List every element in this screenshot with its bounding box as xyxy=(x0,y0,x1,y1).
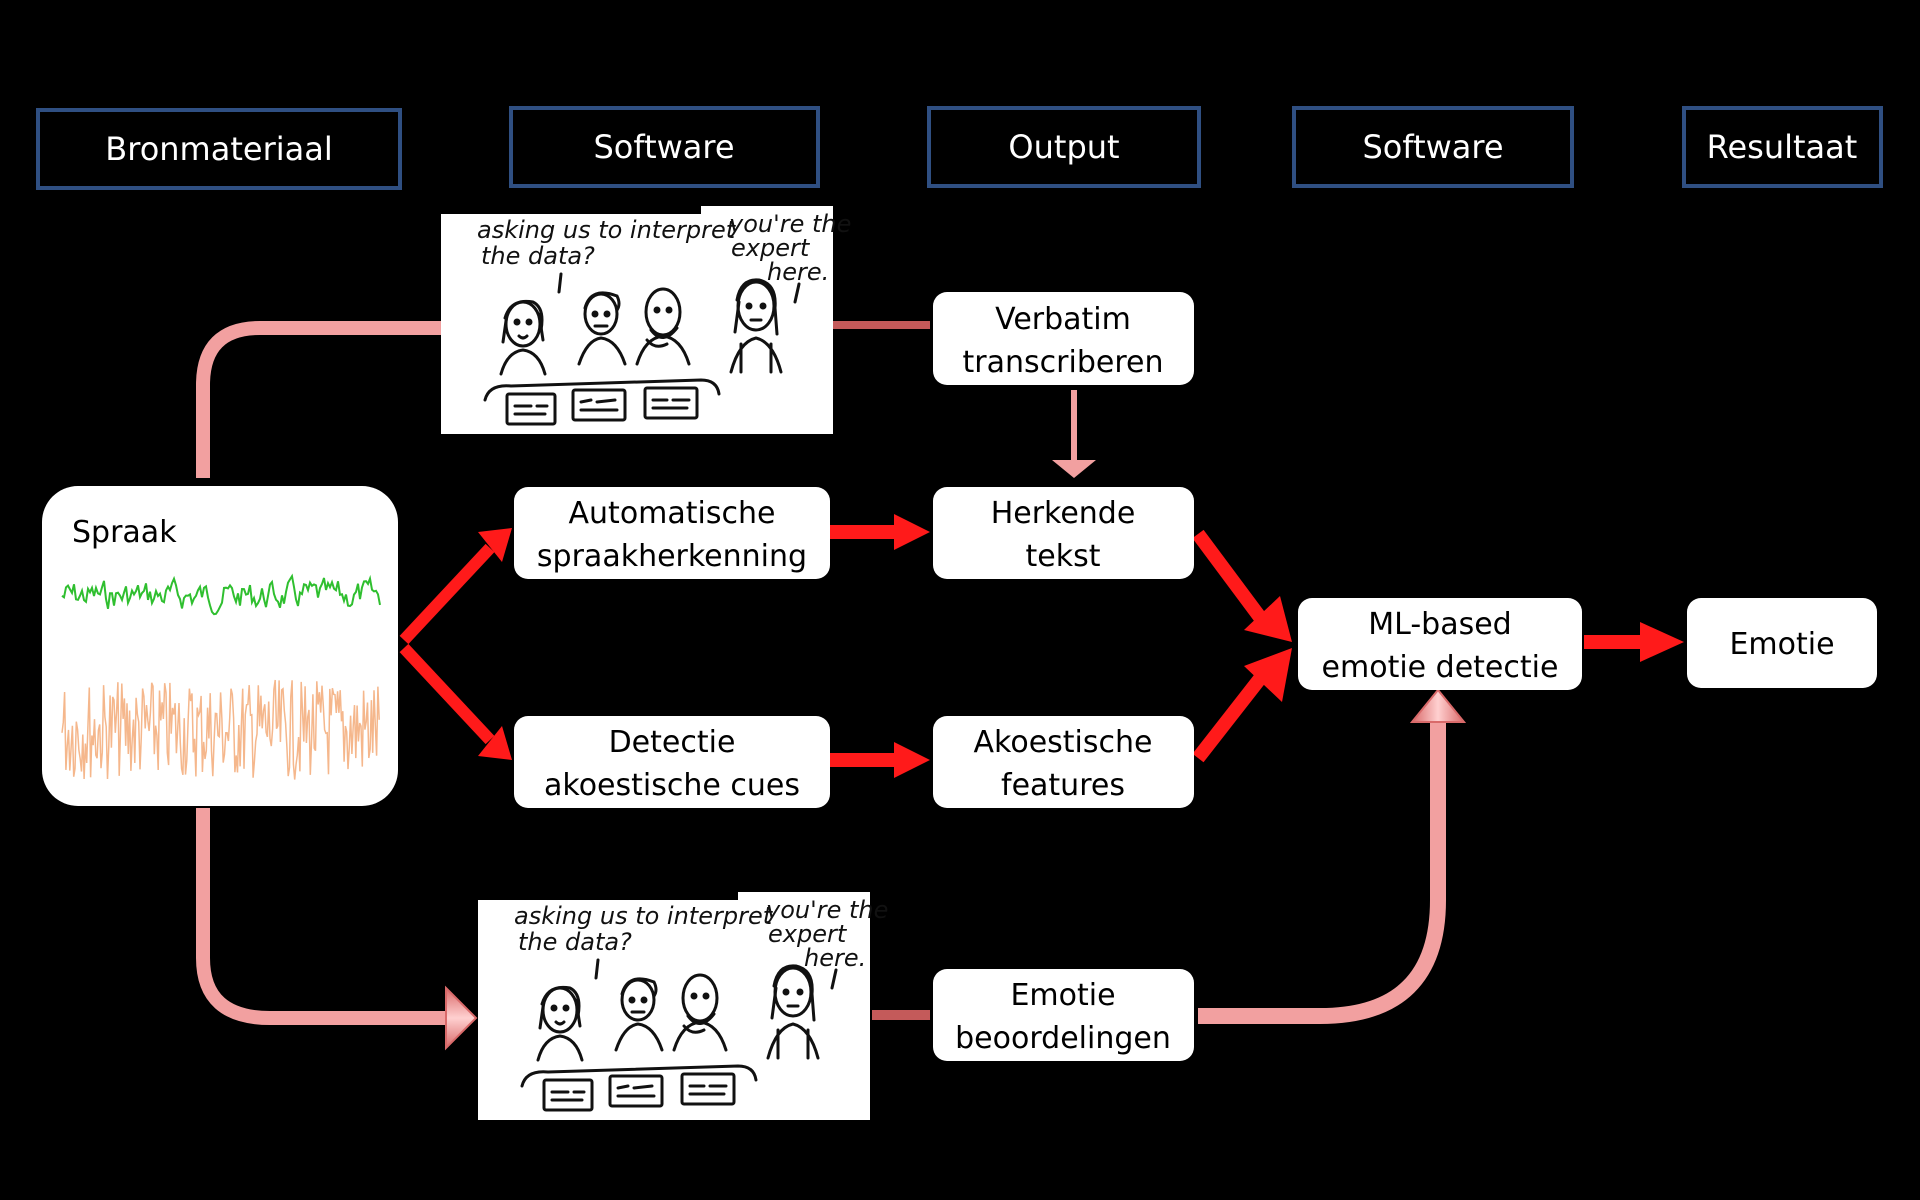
red-arrowhead-detectie xyxy=(478,726,512,760)
node-akoestische: Akoestische features xyxy=(933,716,1194,808)
node-detectie-line1: Detectie xyxy=(609,725,736,760)
cartoon-bottom-caption-right-2: expert xyxy=(768,920,848,948)
cartoon-top-caption-right-1: you're the xyxy=(728,210,851,238)
pink-arrow-bottom xyxy=(196,808,450,1025)
red-arrow-akoestische-ml xyxy=(1192,671,1268,763)
node-emotie-label: Emotie xyxy=(1729,627,1834,662)
pink-arrows xyxy=(196,301,1467,1051)
node-beoordelingen: Emotie beoordelingen xyxy=(933,969,1194,1061)
header-software-1: Software xyxy=(509,106,820,188)
waveform-green xyxy=(61,573,381,616)
pink-arrow-beoordelingen-to-ml xyxy=(1198,715,1446,1024)
cartoon-top-caption-right-2: expert xyxy=(731,234,811,262)
spraak-label: Spraak xyxy=(72,515,177,550)
cartoon-panel-bottom: asking us to interpret the data? you're … xyxy=(476,890,888,1122)
red-arrows xyxy=(399,514,1684,778)
node-beoordelingen-line2: beoordelingen xyxy=(955,1021,1171,1056)
pink-arrowhead-verbatim-down xyxy=(1052,460,1096,478)
waveform-orange xyxy=(61,679,380,780)
node-detectie: Detectie akoestische cues xyxy=(514,716,830,808)
node-asr-line2: spraakherkenning xyxy=(537,539,807,574)
node-emotie: Emotie xyxy=(1687,598,1877,688)
node-verbatim-line1: Verbatim xyxy=(995,302,1131,337)
red-arrowhead-asr xyxy=(478,528,512,562)
node-asr-line1: Automatische xyxy=(569,496,776,531)
cartoon-bottom-caption-right-1: you're the xyxy=(765,896,888,924)
cartoon-bottom-caption-left-2: the data? xyxy=(518,928,632,956)
node-ml-line1: ML-based xyxy=(1368,607,1511,642)
node-ml-line2: emotie detectie xyxy=(1322,650,1559,685)
red-arrowhead-herkende xyxy=(894,514,930,550)
node-akoestische-line2: features xyxy=(1001,768,1125,803)
header-row: Bronmateriaal Software Output Software R… xyxy=(36,106,1883,190)
red-arrowhead-akoestische xyxy=(894,742,930,778)
pink-arrowhead-ml xyxy=(1409,688,1467,723)
red-arrow-to-detectie xyxy=(399,643,495,745)
node-herkende: Herkende tekst xyxy=(933,487,1194,579)
header-output: Output xyxy=(927,106,1201,188)
red-arrowhead-ml-bottom xyxy=(1244,648,1292,702)
node-beoordelingen-line1: Emotie xyxy=(1010,978,1115,1013)
node-herkende-line1: Herkende xyxy=(991,496,1136,531)
red-arrow-to-asr xyxy=(399,543,495,645)
header-output-label: Output xyxy=(1008,128,1119,166)
node-verbatim-line2: transcriberen xyxy=(963,345,1164,380)
node-herkende-line2: tekst xyxy=(1026,539,1101,574)
red-arrow-herkende-ml xyxy=(1192,529,1268,625)
header-bronmateriaal-label: Bronmateriaal xyxy=(105,130,332,168)
red-arrowhead-emotie xyxy=(1640,622,1684,662)
header-software-2: Software xyxy=(1292,106,1574,188)
cartoon-bottom-caption-left-1: asking us to interpret xyxy=(514,902,774,930)
cartoon-bottom-caption-right-3: here. xyxy=(804,944,866,972)
cartoon-panel-top: asking us to interpret the data? you're … xyxy=(439,204,851,436)
cartoon-top-caption-left-1: asking us to interpret xyxy=(477,216,737,244)
cartoon-top-caption-left-2: the data? xyxy=(481,242,595,270)
header-software-1-label: Software xyxy=(593,128,734,166)
node-ml: ML-based emotie detectie xyxy=(1298,598,1582,690)
red-arrowhead-ml-top xyxy=(1244,596,1292,642)
header-resultaat: Resultaat xyxy=(1682,106,1883,188)
header-bronmateriaal: Bronmateriaal xyxy=(36,108,402,190)
header-resultaat-label: Resultaat xyxy=(1707,128,1858,166)
node-verbatim: Verbatim transcriberen xyxy=(933,292,1194,385)
spraak-source: Spraak xyxy=(42,486,398,806)
cartoon-top-caption-right-3: here. xyxy=(767,258,829,286)
node-asr: Automatische spraakherkenning xyxy=(514,487,830,579)
header-software-2-label: Software xyxy=(1362,128,1503,166)
node-detectie-line2: akoestische cues xyxy=(544,768,800,803)
node-akoestische-line1: Akoestische xyxy=(974,725,1153,760)
pink-arrowhead-bottom xyxy=(445,985,478,1051)
pink-arrow-top xyxy=(196,321,462,478)
